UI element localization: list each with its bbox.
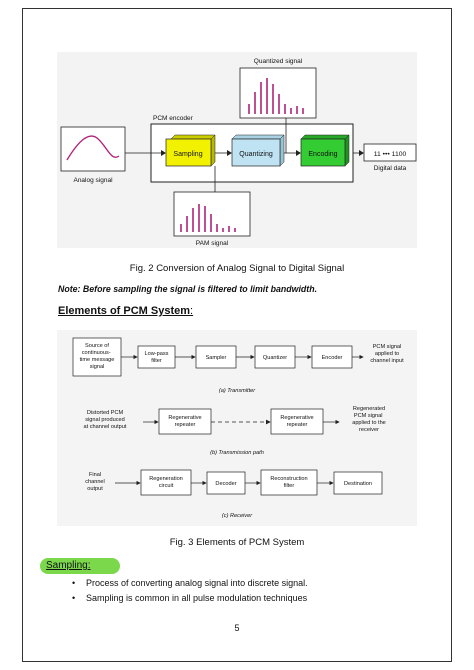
source-block xyxy=(72,337,122,377)
analog-signal-label: Analog signal xyxy=(73,177,113,184)
sampling-label: Sampling xyxy=(173,151,202,158)
figure-3-caption: Fig. 3 Elements of PCM System xyxy=(169,537,305,548)
decoder-text: Decoder xyxy=(215,481,236,487)
encoder-text: Encoder xyxy=(322,355,343,361)
quantized-signal-panel xyxy=(239,67,317,119)
section-heading: Elements of PCM System: xyxy=(58,305,193,317)
note-text: Note: Before sampling the signal is filt… xyxy=(58,284,318,294)
quantized-signal-title: Quantized signal xyxy=(254,58,303,65)
figure-2-caption: Fig. 2 Conversion of Analog Signal to Di… xyxy=(129,263,345,274)
lowpass-block xyxy=(137,345,176,369)
sampling-block xyxy=(165,138,212,167)
quantizing-label: Quantizing xyxy=(239,151,273,158)
bullet-item: Sampling is common in all pulse modulati… xyxy=(58,593,308,608)
recon-filter-block xyxy=(260,469,318,496)
page-number: 5 xyxy=(234,623,240,633)
pcm-encoder-title: PCM encoder xyxy=(153,115,194,122)
pcm-encoder-diagram: Quantized signal PCM encoder Analog sign… xyxy=(60,58,417,247)
destination-block xyxy=(333,471,383,495)
pam-signal-panel xyxy=(173,191,251,237)
digital-bits: 11 ••• 1100 xyxy=(374,151,407,158)
page-border xyxy=(22,8,452,662)
pam-signal-bars xyxy=(180,204,236,232)
encoding-block xyxy=(300,138,346,167)
regen-repeater-1 xyxy=(158,408,212,435)
heading-colon: : xyxy=(190,305,194,317)
pam-signal-label: PAM signal xyxy=(196,240,229,247)
destination-text: Destination xyxy=(344,481,372,487)
quantized-signal-bars xyxy=(248,78,304,114)
bullet-list: Process of converting analog signal into… xyxy=(58,578,308,608)
regen-repeater-2 xyxy=(270,408,324,435)
sampling-heading: Sampling: xyxy=(46,560,91,571)
regen-circuit-block xyxy=(140,469,192,496)
analog-signal-panel xyxy=(60,126,126,172)
digital-data-box xyxy=(363,143,417,162)
sampling-highlight: Sampling: xyxy=(40,558,120,574)
transmission-caption: (b) Transmission path xyxy=(210,450,264,456)
quantizing-block xyxy=(231,138,281,167)
transmitter-caption: (a) Transmitter xyxy=(219,388,256,394)
heading-text: Elements of PCM System xyxy=(58,305,191,317)
bullet-item: Process of converting analog signal into… xyxy=(58,578,308,593)
quantizer-text: Quantizer xyxy=(263,355,287,361)
figure-2: Quantized signal PCM encoder Analog sign… xyxy=(57,52,417,248)
sampler-text: Sampler xyxy=(206,355,227,361)
analog-signal-curve xyxy=(66,135,120,161)
encoding-label: Encoding xyxy=(308,151,337,158)
receiver-caption: (c) Receiver xyxy=(222,513,253,519)
digital-data-label: Digital data xyxy=(374,165,407,172)
